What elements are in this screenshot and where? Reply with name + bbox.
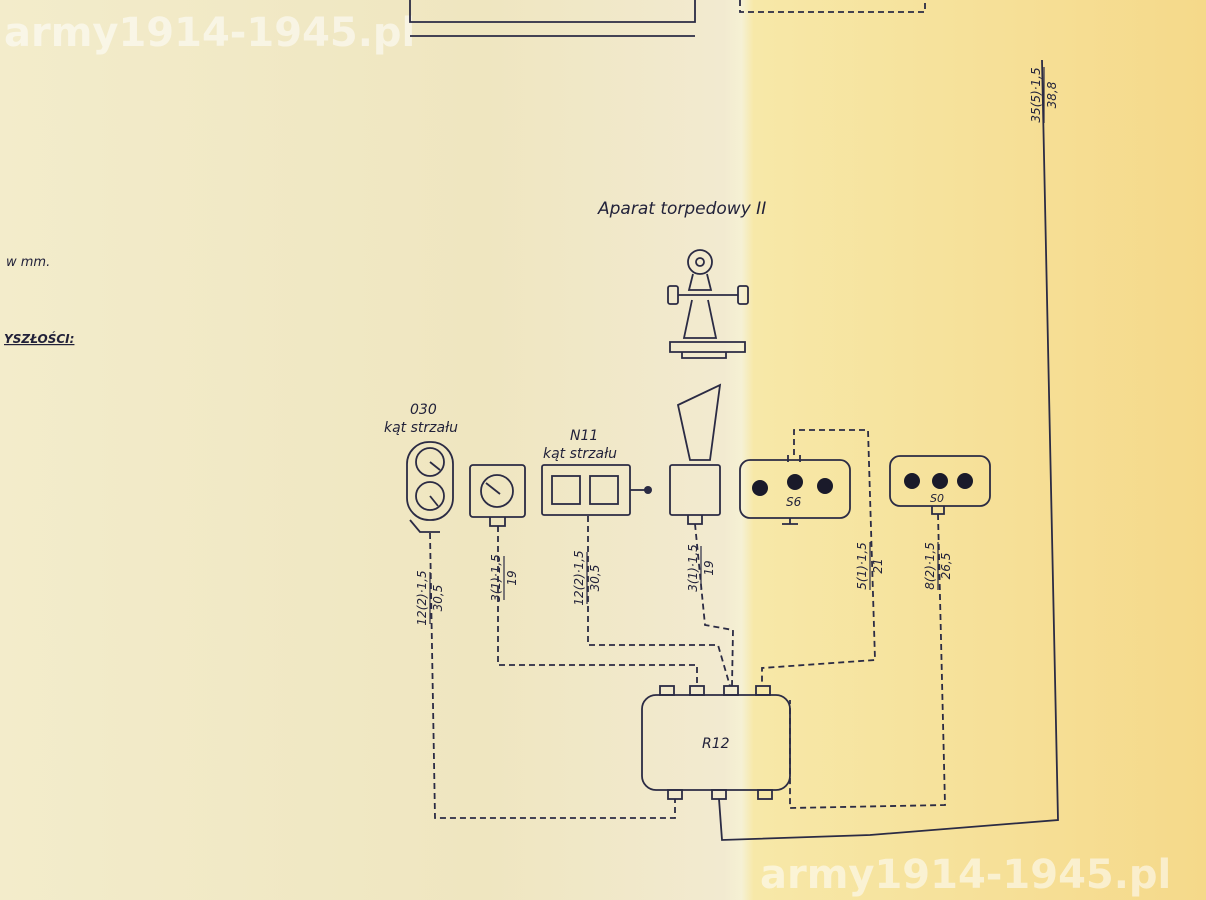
svg-text:12(2)·1,5: 12(2)·1,5 bbox=[572, 550, 586, 605]
cable-label-4: 3(1)·1,5 19 bbox=[686, 544, 716, 592]
svg-text:26,5: 26,5 bbox=[939, 553, 953, 580]
top-box-right-dashed bbox=[739, 0, 926, 13]
device-s0: S0 bbox=[889, 455, 991, 515]
watermark-bottom: army1914-1945.pl bbox=[760, 852, 1171, 898]
svg-text:19: 19 bbox=[505, 570, 519, 585]
device-n11-label: N11 bbox=[570, 428, 598, 444]
svg-text:3(1)·1,5: 3(1)·1,5 bbox=[489, 554, 503, 602]
svg-text:8(2)·1,5: 8(2)·1,5 bbox=[923, 542, 937, 590]
accessories-heading-fragment: YSZŁOŚCI: bbox=[4, 331, 74, 346]
junction-box-r12: R12 bbox=[641, 685, 791, 800]
torpedo-tube-sight-symbol bbox=[667, 249, 749, 359]
watermark-top: army1914-1945.pl bbox=[4, 10, 415, 56]
cable-label-5: 5(1)·1,5 21 bbox=[855, 542, 885, 590]
cable-label-7: 35(5)·1,5 38,8 bbox=[1029, 67, 1059, 123]
device-030: 030 kąt strzału bbox=[384, 402, 458, 533]
device-n11-caption: kąt strzału bbox=[543, 446, 617, 462]
cable-n11-to-r12 bbox=[587, 516, 731, 687]
cable-label-2: 3(1)·1,5 19 bbox=[489, 554, 519, 602]
junction-box-r12-label: R12 bbox=[702, 736, 730, 752]
svg-text:38,8: 38,8 bbox=[1045, 81, 1059, 108]
svg-text:30,5: 30,5 bbox=[431, 585, 445, 612]
cable-s6-to-r12 bbox=[761, 429, 876, 686]
cable-030-to-r12 bbox=[429, 532, 676, 819]
dial-indicator bbox=[469, 464, 526, 527]
svg-text:3(1)·1,5: 3(1)·1,5 bbox=[686, 544, 700, 592]
svg-text:12(2)·1,5: 12(2)·1,5 bbox=[415, 570, 429, 625]
device-s6: S6 bbox=[739, 455, 851, 525]
svg-text:30,5: 30,5 bbox=[588, 565, 602, 592]
device-n11: N11 kąt strzału bbox=[541, 428, 652, 516]
diagram-title: Aparat torpedowy II bbox=[597, 199, 766, 219]
main-cable-to-top bbox=[718, 59, 1059, 841]
svg-text:21: 21 bbox=[871, 558, 885, 573]
top-box-left-edge bbox=[409, 0, 696, 23]
cable-label-6: 8(2)·1,5 26,5 bbox=[923, 542, 953, 590]
cable-s0-to-r12 bbox=[789, 513, 946, 809]
cable-dial-to-r12 bbox=[497, 526, 698, 686]
device-030-label: 030 bbox=[410, 402, 437, 418]
device-s6-label: S6 bbox=[786, 495, 802, 509]
device-s0-label: S0 bbox=[930, 492, 944, 505]
cable-label-1: 12(2)·1,5 30,5 bbox=[415, 570, 445, 625]
svg-text:5(1)·1,5: 5(1)·1,5 bbox=[855, 542, 869, 590]
device-030-caption: kąt strzału bbox=[384, 420, 458, 436]
horn-sight-unit bbox=[669, 383, 722, 525]
svg-text:35(5)·1,5: 35(5)·1,5 bbox=[1029, 67, 1043, 122]
svg-text:19: 19 bbox=[702, 560, 716, 575]
cable-sight-to-r12 bbox=[694, 523, 734, 687]
cable-label-3: 12(2)·1,5 30,5 bbox=[572, 550, 602, 605]
units-note: w mm. bbox=[6, 255, 50, 270]
